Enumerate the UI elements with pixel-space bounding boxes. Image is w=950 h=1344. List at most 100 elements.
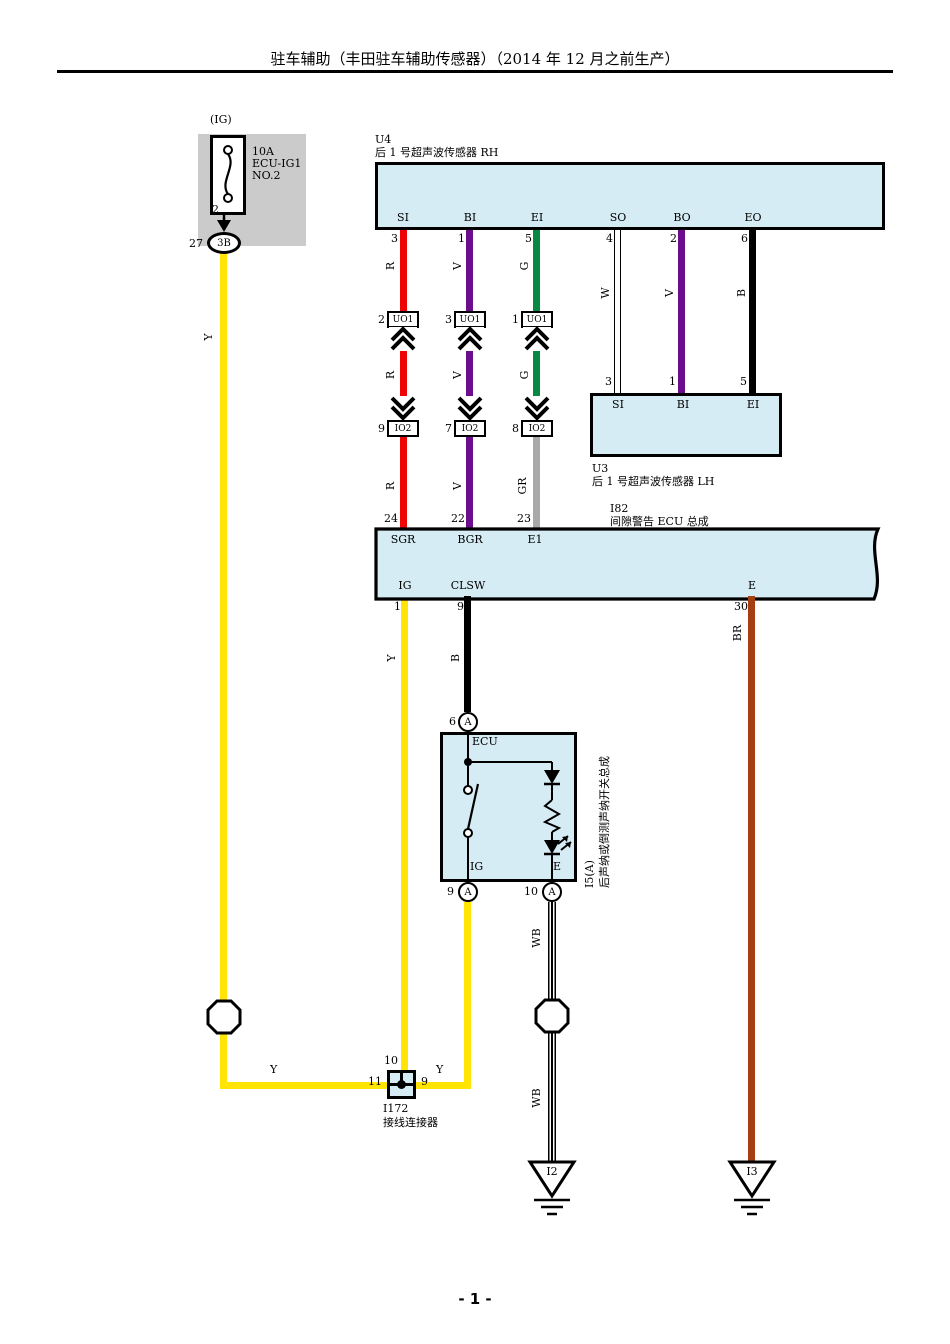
uo1-pin-red: 2 [378,313,385,326]
io2-pin-green: 8 [512,422,519,435]
wire-yellow-fuse-vertical [220,252,227,1089]
chevron-up-icon [389,327,417,351]
sensor-rh-pin-so: SO [609,211,627,224]
junction-pin-left: 11 [368,1075,382,1088]
fuse-box [210,135,246,215]
io2-pin-violet: 7 [445,422,452,435]
wire-label: V [450,371,464,379]
sensor-lh-pin-bi: BI [676,398,690,411]
wire-label: GR [515,477,529,495]
ecu-pin-e: E [747,579,757,592]
connector-io2-label: IO2 [461,423,479,434]
fuse-pin-number: 2 [212,203,219,216]
wire-green-seg2 [533,348,540,398]
header-rule [57,70,893,73]
connector-uo1-violet: UO1 [454,311,486,328]
fuse-name-2: NO.2 [252,169,281,182]
pin-letter: A [464,886,472,898]
fuse-top-label: (IG) [210,113,232,126]
junction-pin-top: 10 [384,1054,398,1067]
wire-label: G [517,261,531,271]
wire-violet-seg3 [466,437,473,529]
splice-octagon-icon [534,998,570,1034]
sonar-switch-name: 后声纳或倒测声纳开关总成 [598,756,611,888]
ecu-box [374,527,881,601]
page-title: 驻车辅助（丰田驻车辅助传感器）（2014 年 12 月之前生产） [270,50,680,68]
connector-io2-label: IO2 [528,423,546,434]
ground-i2: I2 [527,1160,577,1216]
uo1-pin-green: 1 [512,313,519,326]
chevron-up-icon [456,327,484,351]
wire-label: BR [730,624,744,642]
wire-violet-seg2 [466,348,473,398]
sensor-rh-code: U4 [375,133,392,146]
ground-i3: I3 [727,1160,777,1216]
sonar-switch-code: I5(A) [583,860,596,888]
junction-name: 接线连接器 [383,1116,438,1129]
wire-label: Y [270,1063,278,1076]
wire-label: W [598,287,612,299]
sensor-lh-pin-ei: EI [746,398,760,411]
ecu-pin-1: 1 [394,600,401,613]
sonar-switch-internals [463,732,572,882]
junction-dot [397,1080,406,1089]
ecu-pin-sgr: SGR [390,533,416,546]
sensor-rh-pin-bo: BO [673,211,691,224]
switch-ig-pin-number: 9 [447,885,454,898]
fuse-name-1: ECU-IG1 [252,157,302,170]
wire-label: R [383,370,397,380]
wire-yellow-switch-horizontal [416,1082,471,1089]
wire-red-seg2 [400,348,407,398]
ecu-pin-ig: IG [398,579,412,592]
ecu-pin-24: 24 [384,512,398,525]
sensor-lh-pin-si: SI [612,398,624,411]
wire-gray-seg3 [533,437,540,529]
pin-letter: A [548,886,556,898]
connector-io2-red: IO2 [387,420,419,437]
connector-io2-violet: IO2 [454,420,486,437]
wire-label: V [450,482,464,490]
sensor-rh-name: 后 1 号超声波传感器 RH [375,146,499,159]
connector-uo1-label: UO1 [392,314,414,325]
wire-black-eo [749,230,756,393]
sensor-lh-box [590,393,782,457]
wire-yellow-ecu-ig [401,596,408,1070]
splice-octagon-icon [206,999,242,1035]
chevron-down-icon [456,396,484,420]
sensor-lh-pin-bi-num: 1 [669,375,676,388]
switch-e-pin-number: 10 [524,885,538,898]
switch-ig-pin: A [458,882,478,902]
switch-e-pin: A [542,882,562,902]
sensor-rh-pin-si: SI [397,211,409,224]
wire-white-so [614,230,621,393]
ecu-pin-22: 22 [451,512,465,525]
chevron-up-icon [523,327,551,351]
sensor-rh-pin-eo: EO [744,211,762,224]
sensor-lh-pin-ei-num: 5 [740,375,747,388]
wire-label: G [517,370,531,380]
wire-violet-bo [678,230,685,393]
sensor-rh-box [375,162,885,230]
wire-yellow-fuse-horizontal [220,1082,390,1089]
wire-label: WB [529,1088,543,1108]
wire-label: B [448,653,462,663]
arrow-down-icon [217,213,231,232]
ecu-pin-e1: E1 [527,533,543,546]
sensor-lh-code: U3 [592,462,609,475]
io2-pin-red: 9 [378,422,385,435]
ecu-pin-9: 9 [457,600,464,613]
uo1-pin-violet: 3 [445,313,452,326]
wire-green-seg1 [533,230,540,311]
fuse-output-connector: 3B [207,232,241,254]
junction-code: I172 [383,1102,409,1115]
sensor-lh-name: 后 1 号超声波传感器 LH [592,475,715,488]
wire-label: WB [529,928,543,948]
wire-label: Y [436,1063,444,1076]
wire-label-y-fuse: Y [201,333,215,341]
sonar-switch-side-label: I5(A) 后声纳或倒测声纳开关总成 [582,736,614,888]
switch-internal-ecu-label: ECU [472,735,498,748]
sensor-rh-pin-so-num: 4 [606,232,613,245]
wire-label: V [662,289,676,297]
sensor-rh-pin-bo-num: 2 [670,232,677,245]
